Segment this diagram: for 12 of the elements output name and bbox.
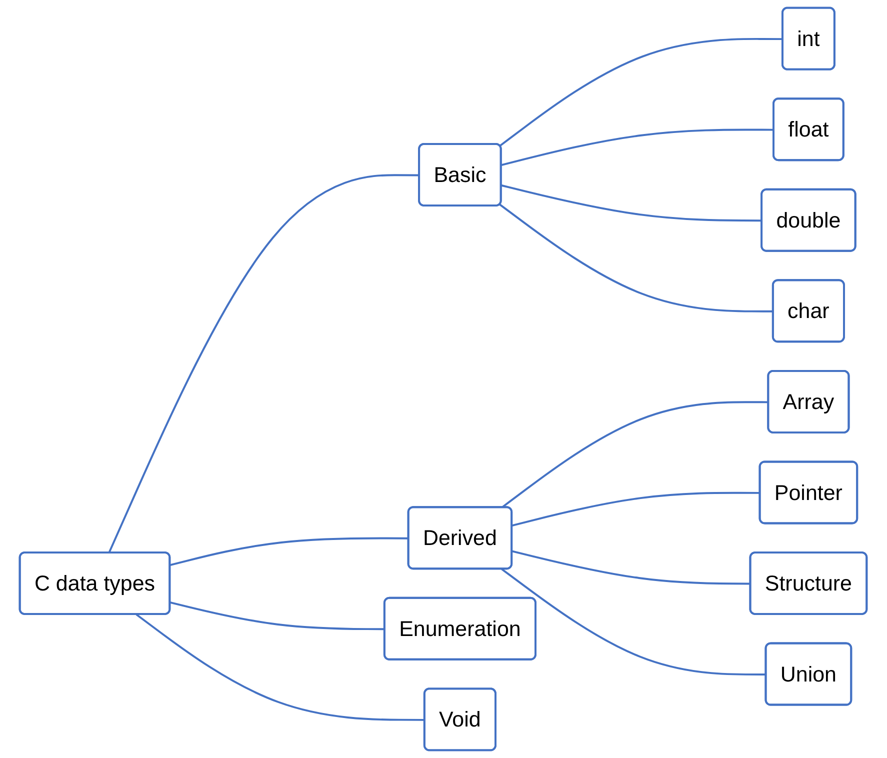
- connector: [512, 550, 751, 585]
- connector: [108, 174, 420, 554]
- connector: [501, 401, 769, 508]
- connector: [501, 568, 766, 676]
- connector: [501, 128, 774, 166]
- connector: [512, 492, 761, 526]
- connector: [500, 204, 774, 312]
- connector: [500, 38, 784, 147]
- connector: [170, 601, 386, 630]
- connector: [170, 537, 410, 566]
- connector: [136, 614, 426, 721]
- connector: [501, 184, 762, 222]
